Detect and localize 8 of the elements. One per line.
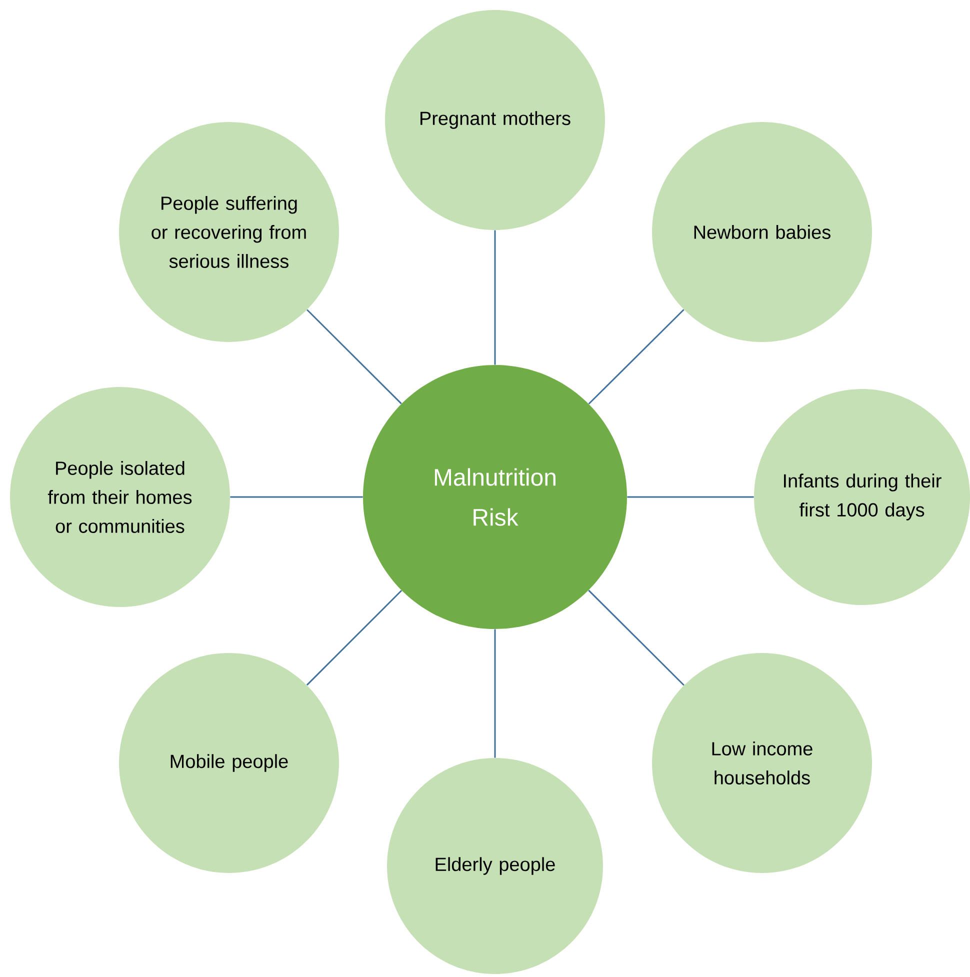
connector-line xyxy=(306,309,402,404)
connector-line xyxy=(494,629,496,758)
connector-line xyxy=(494,230,496,365)
connector-line xyxy=(588,590,684,686)
connector-line xyxy=(588,309,684,404)
connector-line xyxy=(230,496,363,498)
connector-line xyxy=(306,590,402,686)
connector-line xyxy=(627,496,754,498)
